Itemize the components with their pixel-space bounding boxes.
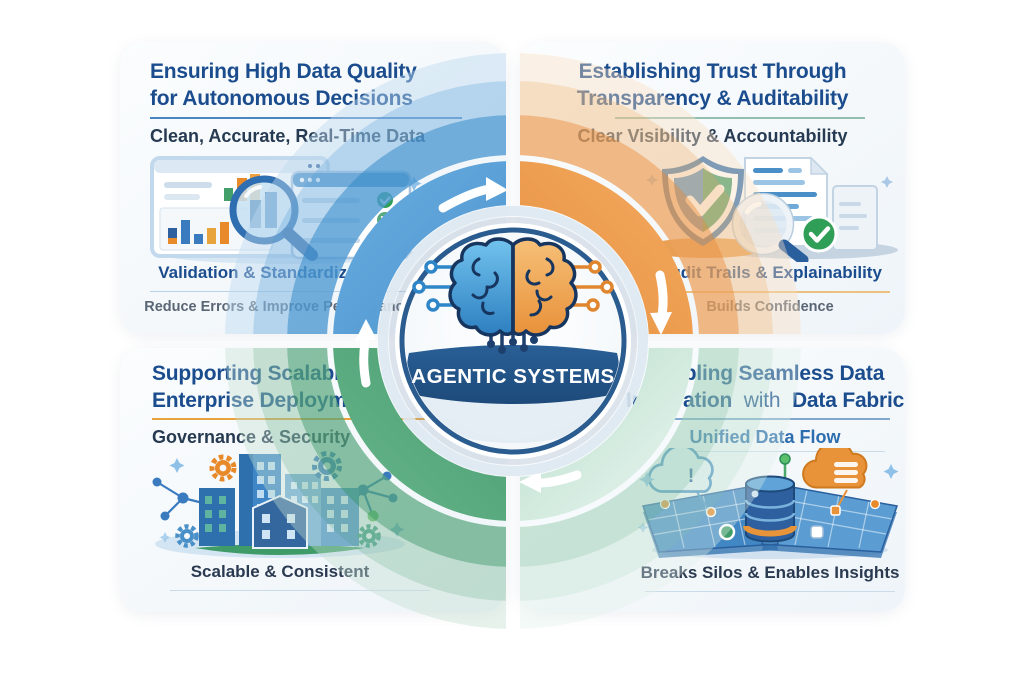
gear-icon (209, 454, 237, 482)
building-front (252, 494, 308, 549)
quadrant-feature: Scalable & Consistent (190, 562, 370, 581)
cloud-server-icon (802, 448, 868, 516)
title-line-2: for Autonomous Decisions (150, 87, 413, 110)
title-part: Data Fabric (791, 389, 905, 412)
mesh-grid-icon (642, 483, 898, 558)
arrow-up-icon (355, 319, 377, 388)
feature-underline (170, 590, 430, 591)
network-nodes-icon (152, 477, 208, 521)
brain-left-half (448, 237, 515, 337)
title-line-2: Transparency & Auditability (576, 87, 849, 110)
flow-ring-and-badge: AGENTIC SYSTEMS (225, 53, 801, 629)
bar-chart-icon (168, 220, 229, 244)
quadrant-title: Establishing Trust Through Transparency … (545, 58, 880, 112)
check-badge-icon (800, 215, 838, 253)
green-ground (195, 544, 365, 555)
agentic-systems-badge: AGENTIC SYSTEMS (378, 206, 648, 476)
database-icon (743, 475, 797, 543)
arrow-left-icon (519, 470, 582, 493)
brain-folds (471, 257, 555, 317)
title-line-1: Establishing Trust Through (578, 60, 847, 83)
badge-banner (407, 345, 619, 404)
subtitle-underline (670, 451, 885, 452)
feature-underline (650, 291, 890, 293)
quadrant-subtitle: Unified Data Flow (689, 427, 841, 447)
clipboard-icon (832, 185, 878, 251)
title-underline (660, 418, 890, 420)
brain-right-half (511, 237, 578, 337)
arrow-right-icon (438, 177, 508, 213)
flow-arrows (355, 177, 672, 493)
quadrant-feature: Breaks Silos & Enables Insights (640, 563, 900, 582)
building (199, 488, 235, 546)
quadrant-title: Ensuring High Data Quality for Autonomou… (150, 58, 480, 112)
feature-underline (645, 591, 895, 592)
data-fabric-illustration: ! (637, 448, 899, 559)
arrow-down-icon (650, 270, 672, 335)
title-line-1: Ensuring High Data Quality (150, 60, 417, 83)
gear-icon (175, 524, 199, 548)
brain-circuit-icon (412, 237, 614, 354)
badge-label: AGENTIC SYSTEMS (411, 365, 614, 388)
title-underline (150, 117, 462, 119)
title-part-light: with (743, 389, 781, 412)
title-underline (615, 117, 865, 119)
